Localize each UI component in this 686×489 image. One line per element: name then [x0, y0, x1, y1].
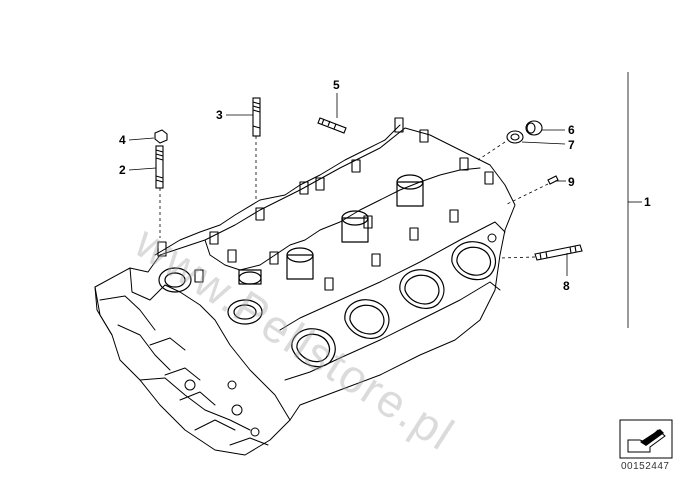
cylinder-head-outline: [94, 127, 516, 456]
arrow-symbol-icon: [619, 419, 673, 459]
image-id: 00152447: [621, 461, 670, 472]
stud-short-part: [534, 244, 583, 261]
stud-long-part: [155, 145, 164, 189]
callout-1[interactable]: 1: [644, 195, 651, 209]
callout-2[interactable]: 2: [119, 163, 126, 177]
stud-part: [252, 97, 261, 137]
callout-4[interactable]: 4: [119, 133, 126, 147]
dowel-part: [547, 175, 559, 185]
port-openings: [291, 241, 497, 368]
callout-6[interactable]: 6: [568, 123, 575, 137]
leader-2: [128, 167, 157, 171]
rear-face: [94, 267, 291, 421]
callout-9[interactable]: 9: [568, 175, 575, 189]
callout-7[interactable]: 7: [568, 138, 575, 152]
nut-part: [154, 129, 168, 144]
camshaft-journals: [158, 174, 424, 325]
leader-4: [128, 137, 155, 141]
callout-8[interactable]: 8: [563, 279, 570, 293]
seal-ring-part: [506, 130, 524, 144]
plug-part: [525, 120, 543, 136]
callout-3[interactable]: 3: [216, 108, 223, 122]
leader-7: [521, 141, 566, 145]
callout-5[interactable]: 5: [333, 78, 340, 92]
pin-part: [317, 117, 347, 134]
